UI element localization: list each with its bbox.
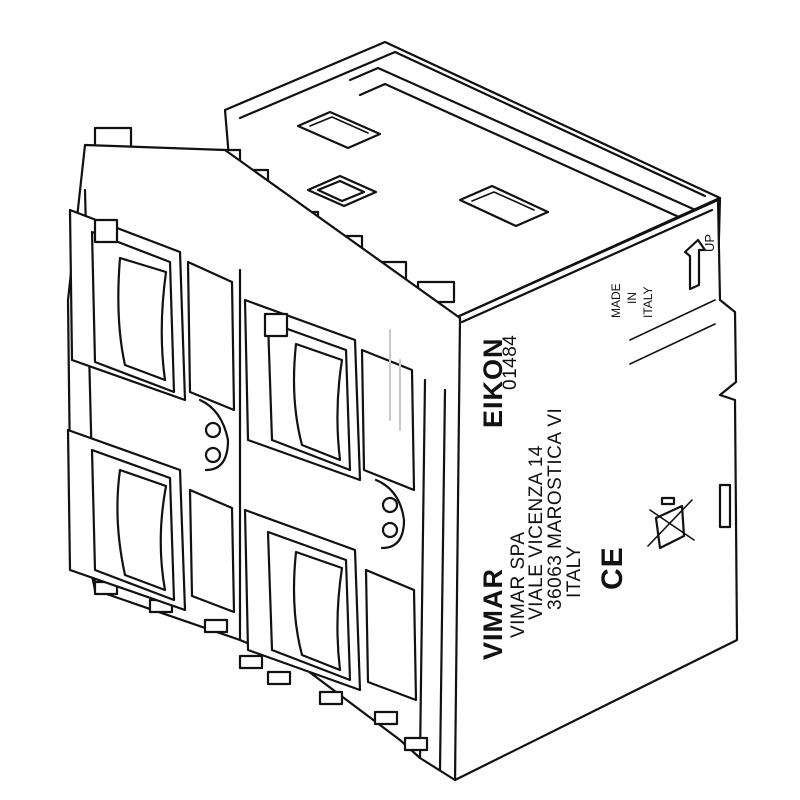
label-slot <box>718 483 732 529</box>
button-module-bottom-right <box>243 478 418 702</box>
made-in-line-3: ITALY <box>641 286 655 318</box>
up-label: UP <box>702 233 717 252</box>
button-module-top-right <box>243 298 416 492</box>
address-line-4: ITALY <box>564 545 585 598</box>
side-plate <box>453 198 739 782</box>
product-code: 01484 <box>500 334 521 390</box>
up-arrow-icon <box>683 238 707 291</box>
manufacturer-logo: VIMAR <box>478 568 508 660</box>
weee-bin-icon <box>647 496 695 550</box>
button-module-top-left <box>68 208 236 412</box>
made-in-line-1: MADE <box>609 283 623 318</box>
ce-mark: CE <box>596 546 629 590</box>
button-module-bottom-left <box>66 398 236 614</box>
made-in-line-2: IN <box>625 292 639 304</box>
